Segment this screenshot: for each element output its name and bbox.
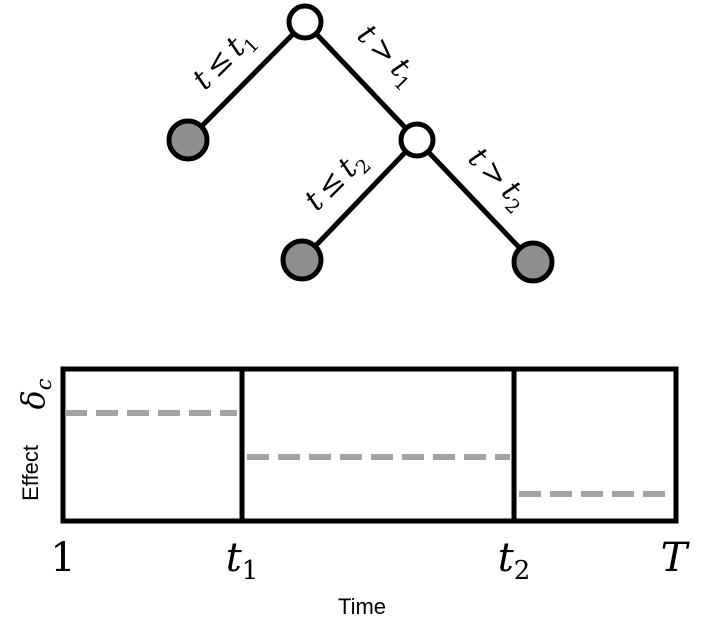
root-node	[286, 3, 324, 41]
effect-plot: Effect δc 1 t1 t2 T Time	[14, 366, 691, 619]
edge-root-right	[303, 20, 419, 142]
y-axis-symbol: δc	[14, 378, 56, 409]
leaf-node-1	[166, 118, 210, 162]
tick-label-T: T	[661, 535, 691, 581]
edge-root-left	[186, 20, 307, 142]
tick-label-t2: t2	[498, 535, 531, 586]
decision-tree: t≤t1 t>t1 t≤t2 t>t2	[166, 3, 555, 284]
edge-label-4: t>t2	[458, 141, 536, 219]
internal-node	[398, 121, 436, 159]
leaf-node-2	[280, 238, 324, 282]
edge-label-2: t>t1	[347, 18, 425, 96]
tick-label-t1: t1	[226, 535, 259, 586]
edge-label-3: t≤t2	[298, 143, 376, 221]
edge-mid-right	[415, 138, 535, 264]
edge-mid-left	[300, 138, 419, 262]
tick-label-1: 1	[50, 535, 75, 581]
leaf-node-3	[511, 240, 555, 284]
edge-label-1: t≤t1	[186, 22, 264, 100]
plot-frame	[60, 366, 679, 524]
y-axis-label: Effect	[18, 445, 43, 501]
x-axis-label: Time	[338, 594, 386, 619]
